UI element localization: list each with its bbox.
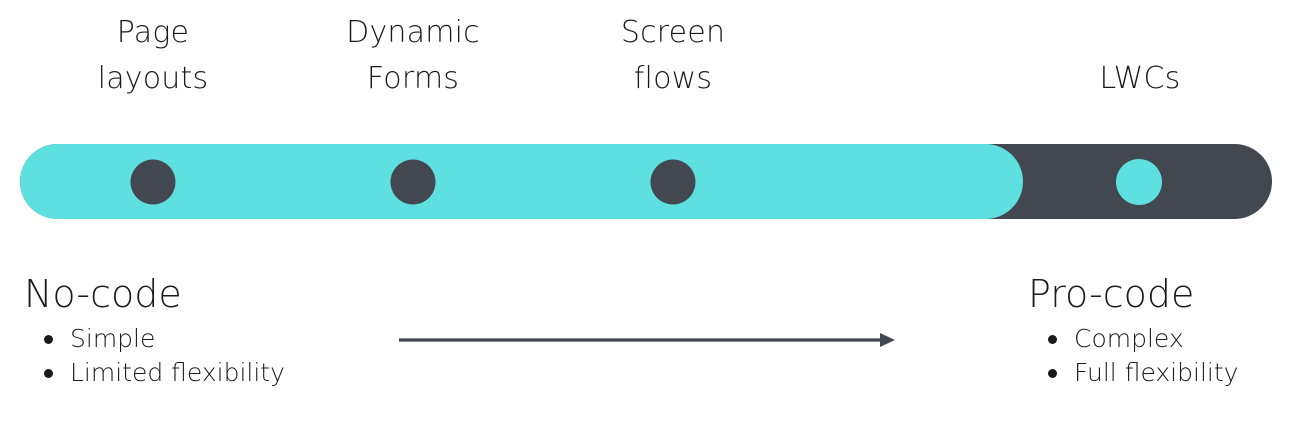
bullet-dot-icon [1048, 369, 1057, 378]
no-code-block: No-code Simple Limited flexibility [24, 272, 285, 390]
stage-label-line2: LWCs [1099, 61, 1181, 96]
bullet-dot-icon [44, 335, 53, 344]
no-code-bullet-list: Simple Limited flexibility [24, 322, 285, 390]
stage-label-line1: Dynamic [346, 15, 480, 50]
spectrum-slider[interactable] [20, 144, 1272, 219]
stage-label-page-layouts: Page layouts [98, 10, 209, 102]
list-item: Simple [24, 322, 285, 356]
stage-label-line2: flows [633, 61, 713, 96]
pro-code-heading: Pro-code [1028, 272, 1195, 316]
slider-fill [20, 144, 1023, 219]
list-item: Full flexibility [1028, 356, 1238, 390]
bullet-dot-icon [44, 369, 53, 378]
bullet-dot-icon [1048, 335, 1057, 344]
list-item: Complex [1028, 322, 1238, 356]
list-item-label: Limited flexibility [70, 358, 285, 387]
list-item-label: Simple [70, 324, 156, 353]
list-item: Limited flexibility [24, 356, 285, 390]
slider-marker-lwcs[interactable] [1116, 158, 1162, 205]
stage-label-lwcs: LWCs [1099, 56, 1180, 102]
list-item-label: Full flexibility [1074, 358, 1239, 387]
stage-label-line1: Screen [620, 15, 726, 50]
slider-marker-dynamic-forms[interactable] [390, 159, 436, 204]
stage-label-dynamic-forms: Dynamic Forms [346, 10, 480, 102]
stage-label-screen-flows: Screen flows [621, 10, 725, 102]
complexity-arrow [398, 326, 898, 354]
slider-marker-screen-flows[interactable] [650, 159, 696, 204]
arrow-right-icon [399, 333, 895, 347]
stage-label-line2: Forms [366, 61, 460, 96]
no-code-heading: No-code [24, 272, 182, 316]
slider-marker-page-layouts[interactable] [130, 159, 176, 204]
pro-code-bullet-list: Complex Full flexibility [1028, 322, 1238, 390]
pro-code-block: Pro-code Complex Full flexibility [1028, 272, 1238, 390]
stage-label-line1: Page [116, 15, 190, 50]
list-item-label: Complex [1074, 324, 1184, 353]
stage-label-line2: layouts [97, 61, 209, 96]
